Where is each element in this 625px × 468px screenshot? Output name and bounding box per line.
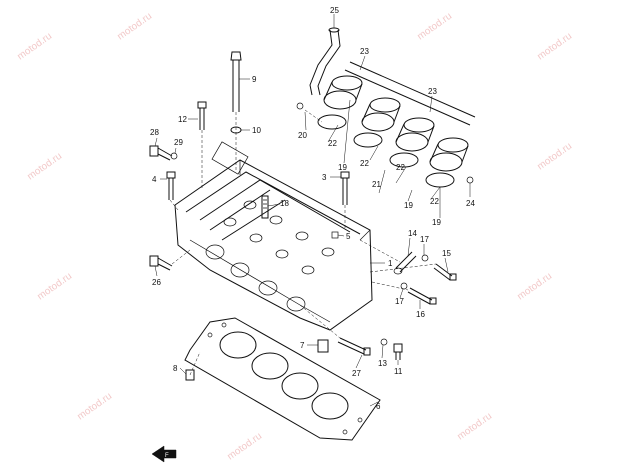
watermark-layer: motod.ru motod.ru motod.ru motod.ru moto… [15, 11, 574, 463]
callout-14: 14 [408, 229, 417, 238]
washer-17 [400, 282, 408, 290]
bolt-4 [166, 171, 176, 200]
callout-16: 16 [416, 310, 425, 319]
bolt-27 [337, 337, 371, 356]
breather-hose [309, 27, 341, 96]
head-gasket [184, 317, 381, 441]
callout-18: 18 [280, 199, 289, 208]
intake-pipes [296, 61, 476, 188]
bolt-15 [433, 263, 457, 281]
callout-13: 13 [378, 359, 387, 368]
callout-8: 8 [173, 364, 178, 373]
callout-25: 25 [330, 6, 339, 15]
watermark-text: motod.ru [115, 11, 154, 43]
bolt-9 [230, 51, 242, 112]
bolt-16 [407, 287, 437, 305]
watermark-text: motod.ru [415, 11, 454, 43]
dowel-7 [317, 339, 329, 353]
callout-23: 23 [428, 87, 437, 96]
callout-27: 27 [352, 369, 361, 378]
phantom-lines [169, 109, 437, 376]
callout-19: 19 [432, 218, 441, 227]
callout-24: 24 [466, 199, 475, 208]
washer-13 [380, 338, 388, 346]
callout-6: 6 [376, 402, 381, 411]
callout-22: 22 [430, 197, 439, 206]
callout-20: 20 [298, 131, 307, 140]
callout-17: 17 [420, 235, 429, 244]
watermark-text: motod.ru [35, 271, 74, 303]
watermark-text: motod.ru [75, 391, 114, 423]
spark-plug-18 [261, 195, 269, 219]
callout-23: 23 [360, 47, 369, 56]
callout-22: 22 [360, 159, 369, 168]
intake-pipe [317, 75, 363, 130]
leader-lines [154, 14, 471, 407]
front-direction-arrow: F [151, 445, 177, 463]
watermark-text: motod.ru [535, 141, 574, 173]
callout-15: 15 [442, 249, 451, 258]
watermark-text: motod.ru [535, 31, 574, 63]
callout-28: 28 [150, 128, 159, 137]
front-mark-label: F [165, 453, 169, 459]
intake-pipe [425, 137, 469, 188]
watermark-text: motod.ru [225, 431, 264, 463]
callout-9: 9 [252, 75, 257, 84]
watermark-text: motod.ru [455, 411, 494, 443]
washer-17 [421, 254, 429, 262]
callout-7: 7 [300, 341, 305, 350]
callout-22: 22 [396, 163, 405, 172]
callout-1: 1 [388, 259, 393, 268]
callout-17: 17 [395, 297, 404, 306]
callout-22: 22 [328, 139, 337, 148]
watermark-text: motod.ru [515, 271, 554, 303]
camshaft-bore [205, 244, 306, 312]
port-openings [223, 200, 335, 275]
callout-10: 10 [252, 126, 261, 135]
bolt-12 [197, 101, 207, 130]
callout-labels: 25 23 23 9 12 10 20 22 22 22 22 19 19 19… [150, 6, 475, 411]
callout-5: 5 [346, 232, 351, 241]
callout-29: 29 [174, 138, 183, 147]
callout-4: 4 [152, 175, 157, 184]
callout-21: 21 [372, 180, 381, 189]
intake-pipe [353, 97, 401, 148]
stud-14 [393, 251, 417, 275]
callout-19: 19 [404, 201, 413, 210]
cylinder-head [174, 141, 373, 331]
watermark-text: motod.ru [15, 31, 54, 63]
watermark-text: motod.ru [25, 151, 64, 183]
callout-3: 3 [322, 173, 327, 182]
callout-12: 12 [178, 115, 187, 124]
dowel-5 [331, 231, 339, 239]
callout-19: 19 [338, 163, 347, 172]
bolt-28 [149, 145, 173, 161]
callout-26: 26 [152, 278, 161, 287]
dowel-8 [185, 369, 195, 381]
bolt-26 [149, 255, 173, 271]
washer-29 [170, 152, 178, 160]
callout-11: 11 [394, 367, 403, 376]
bolt-11 [393, 343, 403, 360]
intake-pipe [389, 117, 435, 168]
bolt-3 [340, 171, 350, 205]
